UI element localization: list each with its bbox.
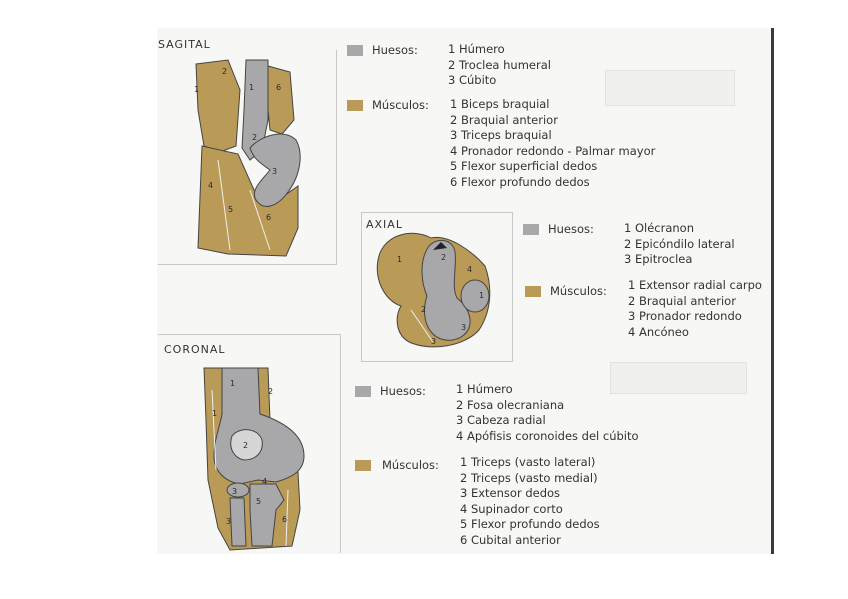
list-item: 3 Cúbito bbox=[448, 73, 551, 89]
sagital-musculos-swatch bbox=[347, 100, 363, 111]
list-item: 3 Cabeza radial bbox=[456, 413, 639, 429]
list-item: 3 Pronador redondo bbox=[628, 309, 762, 325]
axial-label-1b: 1 bbox=[479, 291, 484, 300]
sagital-musculos-label: Músculos: bbox=[372, 98, 429, 112]
sagital-label-6b: 6 bbox=[266, 213, 271, 222]
list-item: 2 Braquial anterior bbox=[628, 294, 762, 310]
list-item: 5 Flexor superficial dedos bbox=[450, 159, 655, 175]
list-item: 1 Extensor radial carpo bbox=[628, 278, 762, 294]
axial-huesos-list: 1 Olécranon 2 Epicóndilo lateral 3 Epitr… bbox=[624, 221, 735, 268]
list-item: 4 Supinador corto bbox=[460, 502, 600, 518]
axial-huesos-label: Huesos: bbox=[548, 222, 594, 236]
list-item: 1 Triceps (vasto lateral) bbox=[460, 455, 600, 471]
coronal-label-6: 6 bbox=[282, 515, 287, 524]
coronal-label-1: 1 bbox=[230, 379, 235, 388]
coronal-huesos-list: 1 Húmero 2 Fosa olecraniana 3 Cabeza rad… bbox=[456, 382, 639, 444]
coronal-label-5: 5 bbox=[256, 497, 261, 506]
coronal-label-4: 4 bbox=[262, 477, 267, 486]
axial-label-3: 3 bbox=[461, 323, 466, 332]
coronal-bone-humerus bbox=[214, 368, 304, 484]
sagital-huesos-swatch bbox=[347, 45, 363, 56]
list-item: 2 Braquial anterior bbox=[450, 113, 655, 129]
coronal-musculos-label: Músculos: bbox=[382, 458, 439, 472]
list-item: 4 Ancóneo bbox=[628, 325, 762, 341]
axial-label-2: 2 bbox=[441, 253, 446, 262]
coronal-label-3b: 3 bbox=[226, 517, 231, 526]
list-item: 1 Húmero bbox=[456, 382, 639, 398]
list-item: 1 Biceps braquial bbox=[450, 97, 655, 113]
axial-diagram: 1 2 4 1 2 3 3 bbox=[361, 212, 511, 360]
coronal-musculos-swatch bbox=[355, 460, 371, 471]
list-item: 4 Pronador redondo - Palmar mayor bbox=[450, 144, 655, 160]
list-item: 4 Apófisis coronoides del cúbito bbox=[456, 429, 639, 445]
sagital-label-3: 3 bbox=[272, 167, 277, 176]
sagital-huesos-label: Huesos: bbox=[372, 43, 418, 57]
list-item: 3 Triceps braquial bbox=[450, 128, 655, 144]
list-item: 3 Epitroclea bbox=[624, 252, 735, 268]
sagital-label-1b: 1 bbox=[249, 83, 254, 92]
axial-label-3b: 3 bbox=[431, 337, 436, 346]
coronal-label-2b: 2 bbox=[268, 387, 273, 396]
list-item: 5 Flexor profundo dedos bbox=[460, 517, 600, 533]
coronal-huesos-swatch bbox=[355, 386, 371, 397]
list-item: 1 Olécranon bbox=[624, 221, 735, 237]
axial-label-1: 1 bbox=[397, 255, 402, 264]
list-item: 2 Fosa olecraniana bbox=[456, 398, 639, 414]
list-item: 2 Triceps (vasto medial) bbox=[460, 471, 600, 487]
coronal-huesos-label: Huesos: bbox=[380, 384, 426, 398]
list-item: 1 Húmero bbox=[448, 42, 551, 58]
axial-musculos-list: 1 Extensor radial carpo 2 Braquial anter… bbox=[628, 278, 762, 340]
page-edge-line bbox=[771, 28, 774, 554]
list-item: 6 Cubital anterior bbox=[460, 533, 600, 549]
list-item: 6 Flexor profundo dedos bbox=[450, 175, 655, 191]
axial-musculos-swatch bbox=[525, 286, 541, 297]
sagital-label-2b: 2 bbox=[252, 133, 257, 142]
sagital-huesos-list: 1 Húmero 2 Troclea humeral 3 Cúbito bbox=[448, 42, 551, 89]
axial-label-2b: 2 bbox=[421, 305, 426, 314]
axial-bone-epicondyle bbox=[461, 280, 489, 312]
coronal-bone-radius bbox=[230, 498, 246, 546]
axial-musculos-label: Músculos: bbox=[550, 284, 607, 298]
sagital-musculos-list: 1 Biceps braquial 2 Braquial anterior 3 … bbox=[450, 97, 655, 190]
sagital-muscle-upper bbox=[196, 60, 240, 152]
sagital-label-2: 2 bbox=[222, 67, 227, 76]
sagital-diagram: 1 2 1 6 2 3 4 5 6 bbox=[158, 50, 336, 264]
coronal-musculos-list: 1 Triceps (vasto lateral) 2 Triceps (vas… bbox=[460, 455, 600, 548]
sagital-muscle-upper-right bbox=[266, 66, 294, 134]
axial-huesos-swatch bbox=[523, 224, 539, 235]
list-item: 3 Extensor dedos bbox=[460, 486, 600, 502]
sagital-label-1: 1 bbox=[194, 85, 199, 94]
list-item: 2 Troclea humeral bbox=[448, 58, 551, 74]
coronal-label-1b: 1 bbox=[212, 409, 217, 418]
sagital-label-4: 4 bbox=[208, 181, 213, 190]
list-item: 2 Epicóndilo lateral bbox=[624, 237, 735, 253]
sagital-label-6: 6 bbox=[276, 83, 281, 92]
coronal-diagram: 1 1 2 3 4 5 2 6 3 bbox=[158, 360, 340, 554]
sagital-label-5: 5 bbox=[228, 205, 233, 214]
coronal-bone-radial-head bbox=[227, 483, 249, 497]
coronal-label-3: 3 bbox=[232, 487, 237, 496]
coronal-label-2: 2 bbox=[243, 441, 248, 450]
axial-label-4: 4 bbox=[467, 265, 472, 274]
